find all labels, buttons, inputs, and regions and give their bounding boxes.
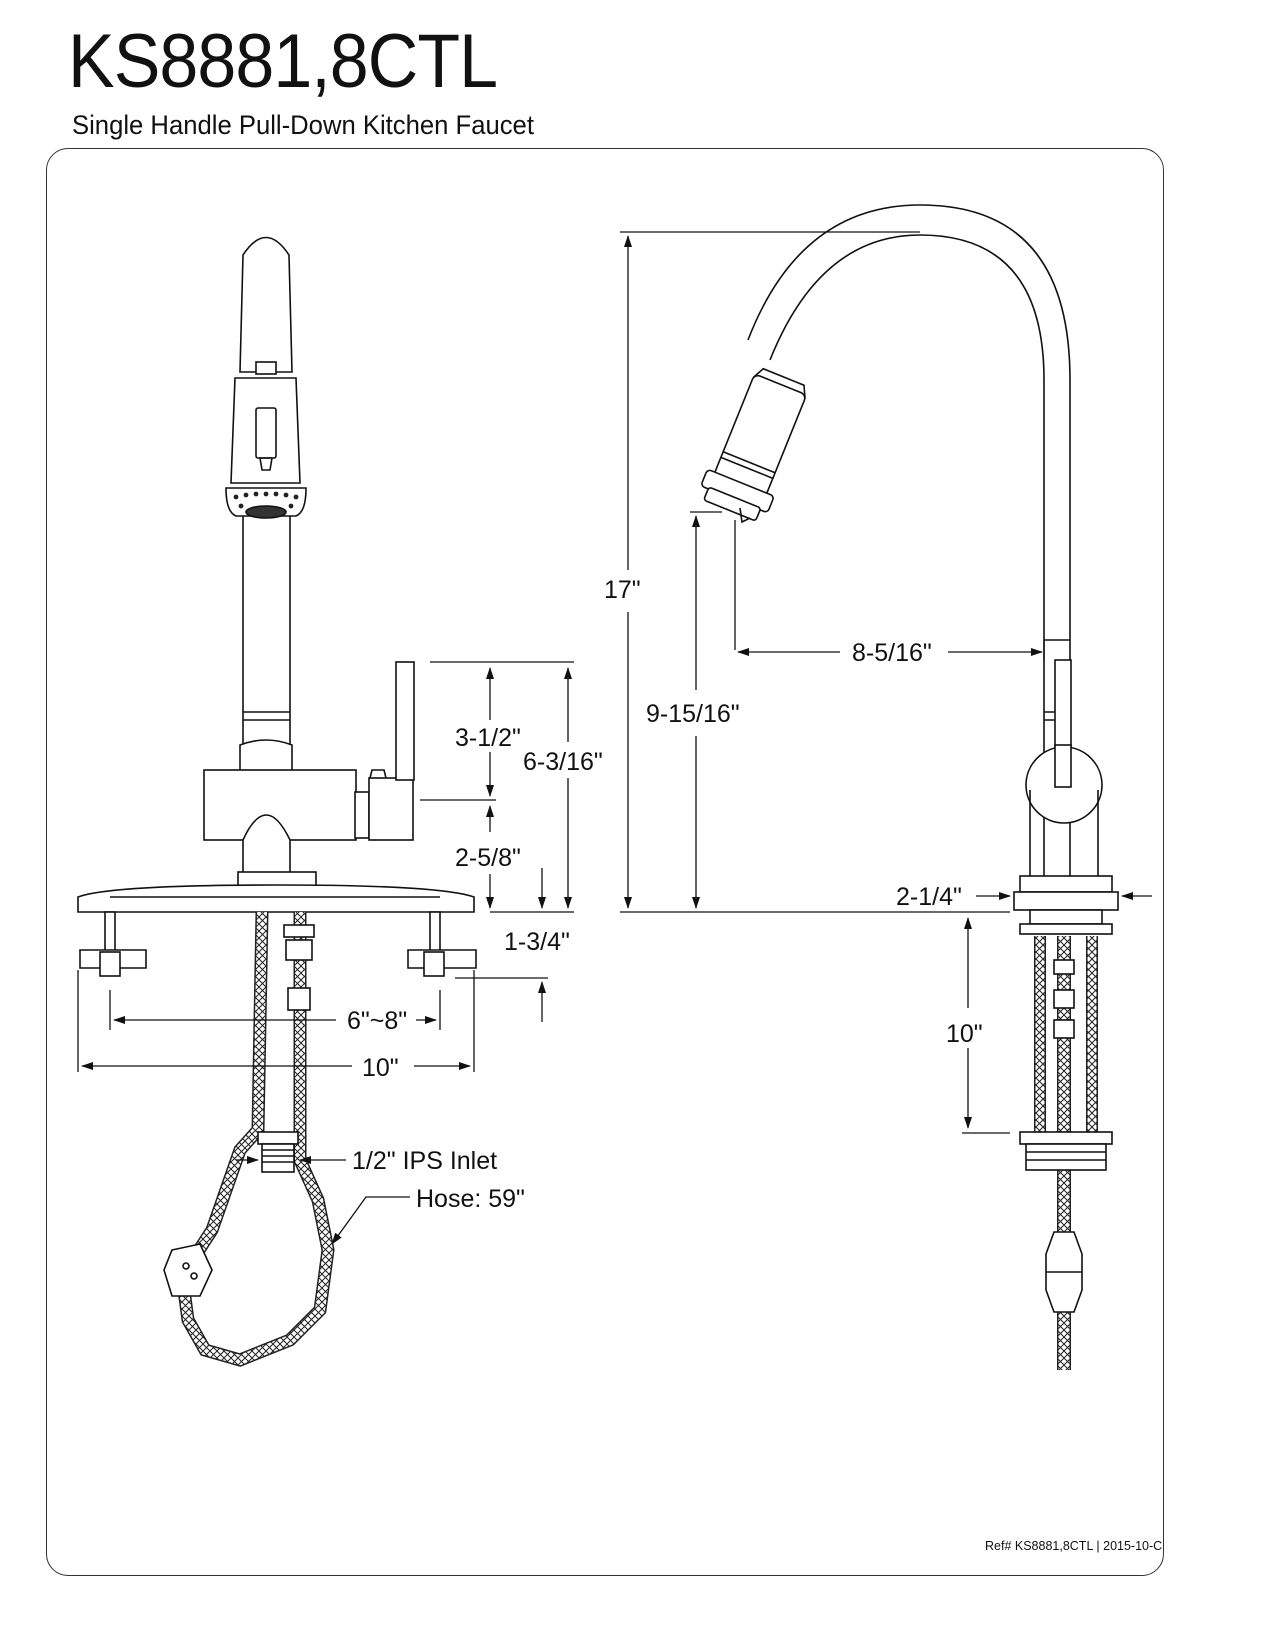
drawing-frame bbox=[46, 148, 1164, 1576]
side-base bbox=[1013, 875, 1119, 935]
dim-shank-length: 10" bbox=[946, 1020, 983, 1048]
side-supply-lines bbox=[1019, 936, 1113, 1370]
side-spray-head bbox=[701, 367, 806, 521]
supply-hose bbox=[163, 911, 335, 1367]
dim-handle-height: 3-1/2" bbox=[455, 724, 521, 752]
dim-spout-height: 9-15/16" bbox=[646, 700, 740, 728]
dim-base-diameter: 2-1/4" bbox=[896, 883, 962, 911]
product-description: Single Handle Pull-Down Kitchen Faucet bbox=[72, 110, 534, 140]
dim-plate-width: 10" bbox=[362, 1054, 399, 1082]
callout-hose: Hose: 59" bbox=[416, 1185, 525, 1213]
mounting-hardware bbox=[79, 911, 477, 977]
deck-plate bbox=[77, 884, 475, 913]
dim-overall-height: 17" bbox=[604, 576, 641, 604]
dim-body-height: 2-5/8" bbox=[455, 844, 521, 872]
model-title: KS8881,8CTL bbox=[68, 19, 498, 104]
reference-number: Ref# KS8881,8CTL | 2015-10-C bbox=[985, 1539, 1163, 1553]
callout-inlet: 1/2" IPS Inlet bbox=[352, 1147, 497, 1175]
dim-overall-body: 6-3/16" bbox=[523, 748, 603, 776]
side-view bbox=[701, 204, 1119, 1370]
dim-center-spread: 6"~8" bbox=[347, 1007, 407, 1035]
gooseneck-spout bbox=[747, 204, 1071, 880]
faucet-body bbox=[203, 661, 415, 887]
spray-head bbox=[225, 236, 307, 519]
front-view bbox=[77, 236, 477, 1367]
dim-plate-thickness: 1-3/4" bbox=[504, 928, 570, 956]
side-handle bbox=[1025, 659, 1103, 878]
dim-spout-reach: 8-5/16" bbox=[852, 639, 932, 667]
